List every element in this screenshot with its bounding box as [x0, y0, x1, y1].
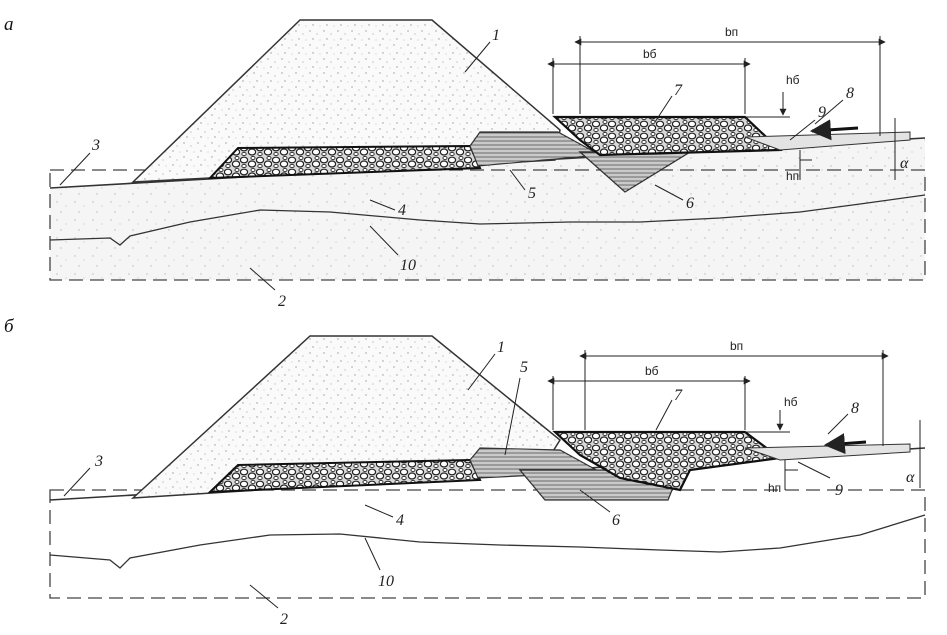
dim-bb-b: bб: [645, 364, 659, 378]
label-3-a: 3: [91, 137, 100, 154]
flow-arrow-b: [823, 433, 867, 455]
label-5-b: 5: [520, 359, 528, 376]
panel-a: а: [4, 14, 926, 310]
label-8-a: 8: [846, 85, 854, 102]
label-10-b: 10: [378, 573, 394, 590]
label-7-b: 7: [674, 387, 683, 404]
label-4-b: 4: [396, 512, 404, 529]
label-9-b: 9: [835, 482, 843, 499]
label-1-a: 1: [492, 27, 500, 44]
soil-foundation-a: [50, 138, 925, 280]
label-2-b: 2: [280, 611, 288, 628]
stone-berm-a: [552, 115, 783, 157]
label-4-a: 4: [398, 202, 406, 219]
dimension-lines-b: [547, 350, 921, 490]
panel-letter-b: б: [4, 316, 15, 337]
dim-bp-b: bп: [730, 339, 743, 353]
dim-hb-b: hб: [784, 395, 798, 409]
thin-layer-a: [744, 131, 911, 151]
label-6-b: 6: [612, 512, 620, 529]
leader-lines-b: [63, 353, 849, 609]
dim-bp-a: bп: [725, 25, 738, 39]
dim-alpha-b: α: [906, 469, 915, 486]
flow-arrow-a: [809, 119, 859, 141]
dim-bb-a: bб: [643, 47, 657, 61]
label-2-a: 2: [278, 293, 286, 310]
panel-b: б bп bб hб hп α: [4, 316, 926, 628]
dimension-lines-a: [547, 36, 896, 180]
label-5-a: 5: [528, 185, 536, 202]
label-9-a: 9: [818, 104, 826, 121]
bedrock-line-a: [49, 194, 926, 246]
label-8-b: 8: [851, 400, 859, 417]
stone-berm-b: [552, 430, 783, 492]
label-7-a: 7: [674, 82, 683, 99]
soil-foundation-b: [50, 448, 925, 598]
dim-hp-b: hп: [768, 481, 781, 495]
dim-hp-a: hп: [786, 169, 799, 183]
bedrock-line-b: [49, 514, 926, 569]
foundation-boundary-b: [49, 489, 926, 599]
label-3-b: 3: [94, 453, 103, 470]
label-10-a: 10: [400, 257, 416, 274]
clay-layer-a: [469, 131, 603, 167]
dim-hb-a: hб: [786, 73, 800, 87]
label-6-a: 6: [686, 195, 694, 212]
foundation-boundary-a: [49, 169, 926, 281]
panel-letter-a: а: [4, 14, 14, 35]
label-1-b: 1: [497, 339, 505, 356]
leader-lines-a: [59, 41, 844, 291]
dim-alpha-a: α: [900, 155, 909, 172]
